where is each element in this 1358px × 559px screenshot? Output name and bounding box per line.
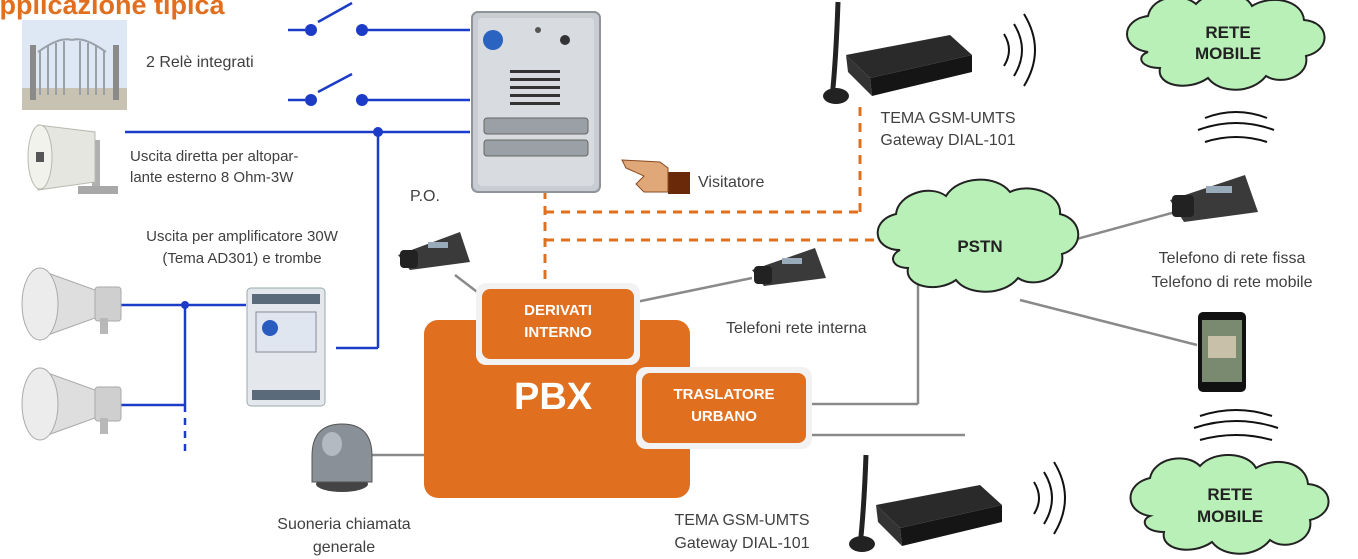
page-title: Applicazione tipica [0,0,225,20]
cloud-pstn-label: PSTN [957,237,1003,256]
amplifier-label-line1: Uscita per amplificatore 30W [146,228,338,245]
bell-label-line2: generale [312,539,376,556]
visitor-label: Visitatore [698,174,765,191]
desk-phone-internal [752,248,826,286]
wall-speaker-image [27,124,118,194]
horn-speaker-image [21,267,122,441]
radio-waves-top [1003,13,1036,87]
speaker-direct-label-line2: lante esterno 8 Ohm-3W [130,169,294,186]
orange-dashed-lines [543,100,880,285]
traslatore-label-line2: URBANO [691,408,757,425]
desk-phone-fixed [1170,175,1258,222]
gateway-top-label-line2: Gateway DIAL-101 [880,132,1016,149]
gateway-bottom-label-line2: Gateway DIAL-101 [674,535,810,552]
traslatore-urbano-box [636,367,812,449]
gateway-top-label-line1: TEMA GSM-UMTS [880,110,1016,127]
relays-label: 2 Relè integrati [146,54,254,71]
bell-label-line1: Suoneria chiamata [277,516,411,533]
cloud-top-label-line2: MOBILE [1194,44,1262,63]
fixed-phone-label: Telefono di rete fissa [1158,250,1306,267]
cloud-pstn [876,178,1080,293]
desk-phone-po [398,232,470,270]
speaker-direct-label-line1: Uscita diretta per altopar- [130,148,299,165]
pbx-label: PBX [514,376,593,418]
gateway-bottom-label-line1: TEMA GSM-UMTS [674,512,810,529]
gate-image [22,20,127,110]
relay-contacts [181,24,383,309]
cloud-bottom-label-line1: RETE [1207,485,1253,504]
radio-waves-cloud-bottom [1193,409,1279,441]
radio-waves-cloud-top [1197,111,1275,143]
door-panel-image [471,11,601,193]
derivati-label-line1: DERIVATI [524,302,592,319]
amplifier-module-image [246,287,326,407]
radio-waves-bottom [1033,461,1066,535]
cloud-rete-mobile-top [1126,0,1326,91]
mobile-phone-label: Telefono di rete mobile [1151,274,1313,291]
smartphone-image [1198,312,1246,392]
cloud-rete-mobile-bottom [1129,453,1330,555]
derivati-label-line2: INTERNO [524,324,592,341]
internal-phones-label: Telefoni rete interna [726,320,867,337]
relay-wiring [120,1,470,455]
cloud-top-label-line1: RETE [1205,23,1251,42]
traslatore-label-line1: TRASLATORE [673,386,775,403]
pointing-hand-icon [621,159,690,194]
cloud-bottom-label-line2: MOBILE [1196,507,1264,526]
gsm-gateway-bottom-image [849,454,1002,552]
gsm-gateway-top-image [823,1,972,104]
bell-image [311,423,373,492]
derivati-interno-box [476,283,640,365]
po-label: P.O. [410,188,440,205]
amplifier-label-line2: (Tema AD301) e trombe [162,250,322,267]
